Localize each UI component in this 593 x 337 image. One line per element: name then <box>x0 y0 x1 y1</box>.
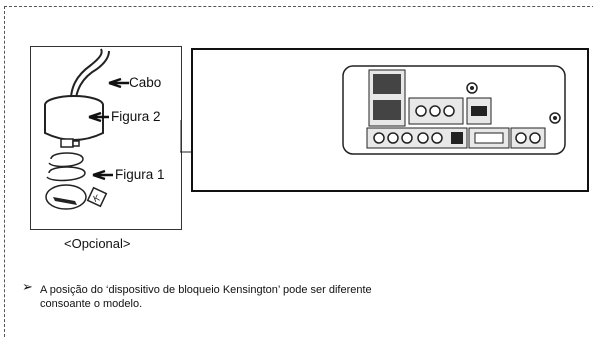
svg-text:K: K <box>92 193 101 204</box>
tv-rear-connectors-drawing <box>342 65 566 155</box>
figure-2-label: Figura 2 <box>111 109 161 124</box>
kensington-note: ➢ A posição do ‘dispositivo de bloqueio … <box>22 280 372 311</box>
figure-1-label: Figura 1 <box>115 167 165 182</box>
note-line-1: A posição do ‘dispositivo de bloqueio Ke… <box>40 284 372 296</box>
note-arrow-icon: ➢ <box>22 279 33 294</box>
cable-label: Cabo <box>129 75 162 90</box>
kensington-lock-illustration: K Cabo Figura 2 Figura 1 <box>30 46 182 230</box>
note-line-2: consoante o modelo. <box>40 298 143 310</box>
tv-back-panel <box>191 48 589 192</box>
page-frame <box>4 6 593 337</box>
kensington-lock-drawing: K <box>44 48 129 210</box>
optional-caption: <Opcional> <box>64 236 131 251</box>
